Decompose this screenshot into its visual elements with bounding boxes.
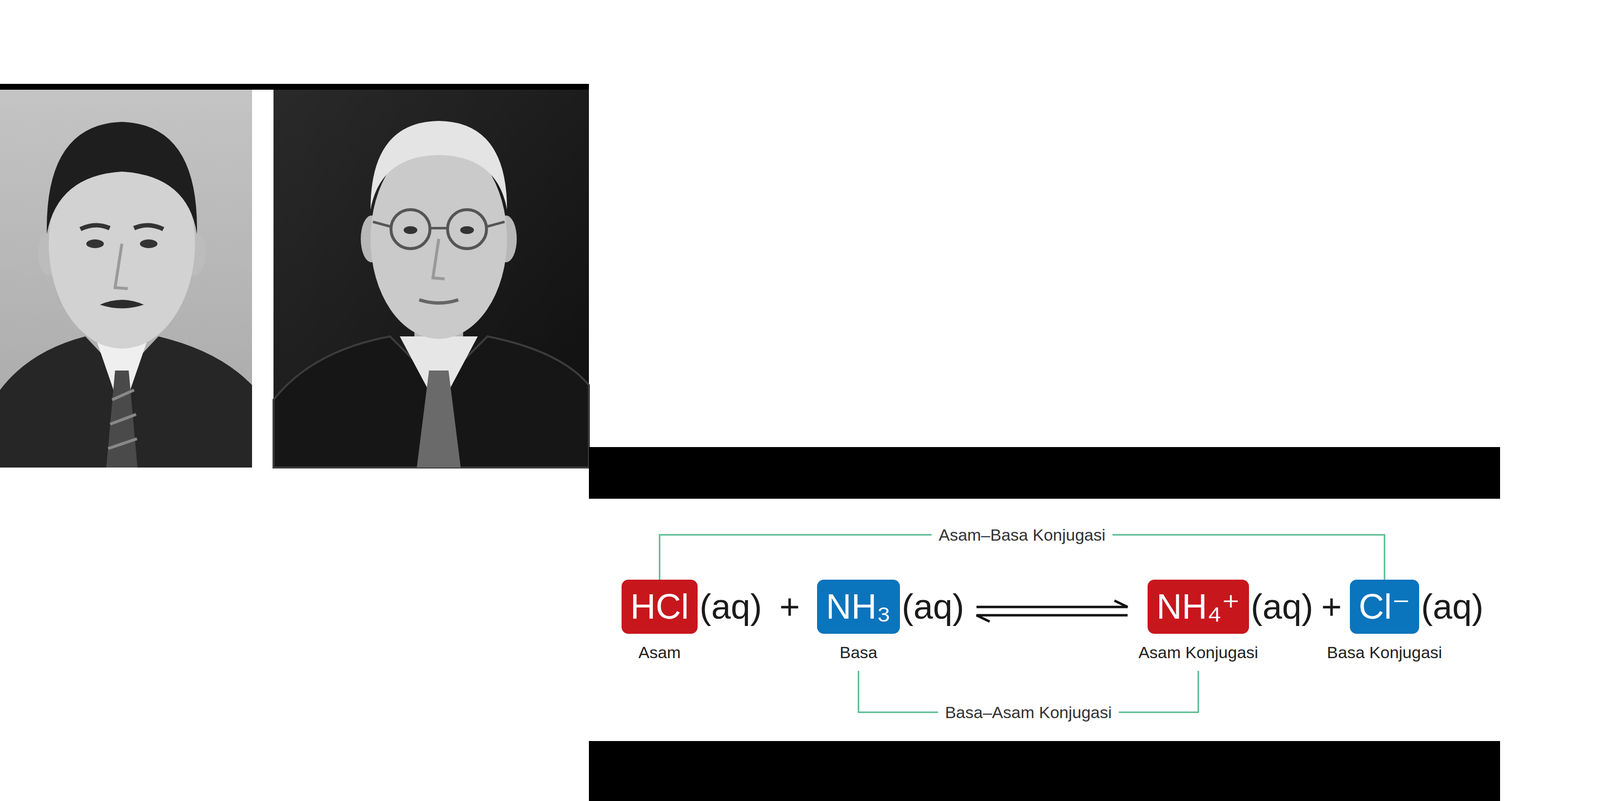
glasses: [390, 209, 430, 249]
species-node: NH₄⁺ Asam Konjugasi: [1138, 579, 1259, 671]
eye: [403, 226, 418, 235]
species-role: Asam Konjugasi: [1138, 642, 1259, 663]
tie: [106, 370, 138, 468]
eye: [86, 239, 104, 249]
black-bar: [588, 447, 1501, 499]
reverse-arrow: [976, 615, 1128, 622]
mustache: [99, 299, 144, 309]
state-symbol: (aq): [699, 586, 762, 627]
photo-background: [273, 89, 589, 468]
black-bar: [588, 741, 1501, 801]
species-node: HClAsam: [621, 579, 698, 671]
mouth: [419, 299, 459, 304]
portrait-left: [0, 89, 253, 468]
nose: [115, 243, 128, 289]
state-symbol: (aq): [901, 586, 965, 627]
glasses: [447, 209, 487, 249]
plus-sign: +: [779, 586, 800, 627]
species-role: Basa: [839, 642, 878, 663]
chemical-formula: HCl: [621, 579, 698, 634]
pair-label: Asam–Basa Konjugasi: [931, 525, 1113, 545]
species-node: NH₃ Basa: [817, 579, 900, 671]
nose: [432, 238, 445, 279]
eye: [460, 226, 474, 235]
chemical-formula: Cl⁻: [1349, 579, 1420, 634]
chemical-formula: NH₃: [817, 579, 900, 634]
state-symbol: (aq): [1421, 586, 1484, 627]
glasses-bridge: [372, 221, 505, 229]
tie-stripes: [108, 390, 137, 449]
tie: [416, 370, 461, 468]
forward-arrow: [976, 600, 1128, 607]
portrait-right: [273, 89, 589, 468]
species-role: Asam: [638, 642, 682, 663]
eye: [139, 239, 158, 249]
photo-frame-line: [0, 83, 589, 90]
state-symbol: (aq): [1250, 586, 1314, 627]
hair: [46, 121, 197, 235]
plus-sign: +: [1321, 586, 1342, 627]
brows: [80, 225, 164, 230]
hair: [370, 120, 508, 210]
chemical-formula: NH₄⁺: [1147, 579, 1249, 634]
suit: [0, 336, 253, 468]
suit: [273, 336, 589, 468]
photo-background: [0, 89, 253, 468]
pair-label: Basa–Asam Konjugasi: [937, 702, 1119, 722]
equilibrium-arrow: [976, 600, 1128, 622]
species-role: Basa Konjugasi: [1326, 642, 1443, 663]
